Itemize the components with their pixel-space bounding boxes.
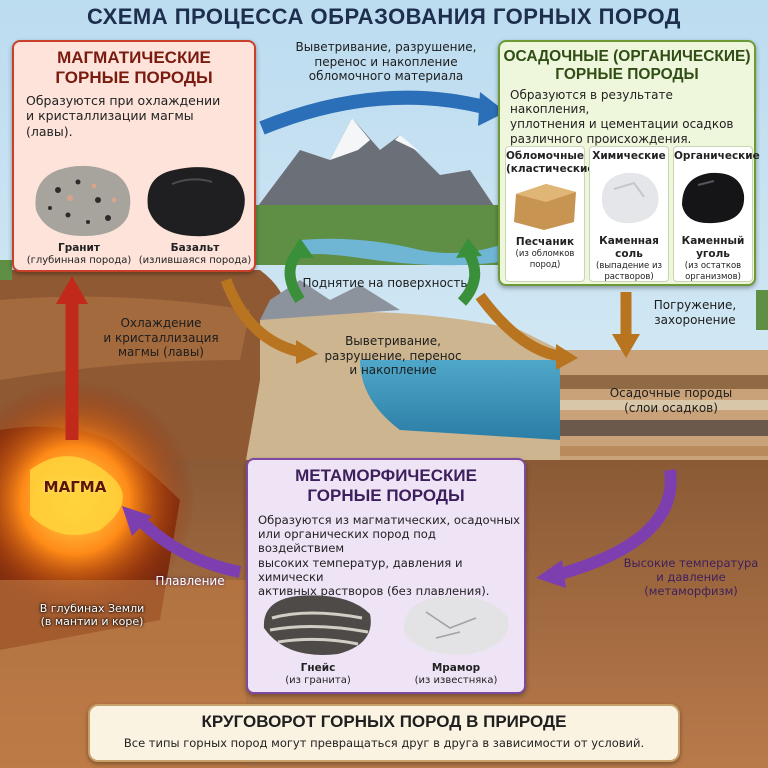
basalt-caption: Базальт (излившаяся порода) (138, 242, 252, 267)
clastic-column: Обломочные(кластические) Песчаник(из обл… (505, 146, 599, 282)
marble-image (403, 595, 509, 655)
sedimentary-title: ОСАДОЧНЫЕ (ОРГАНИЧЕСКИЕ) ГОРНЫЕ ПОРОДЫ (503, 48, 751, 83)
igneous-panel: МАГМАТИЧЕСКИЕ ГОРНЫЕ ПОРОДЫ Образуются п… (12, 40, 256, 272)
label-melting: Плавление (155, 574, 225, 588)
rock-cycle-banner: КРУГОВОРОТ ГОРНЫХ ПОРОД В ПРИРОДЕ Все ти… (88, 704, 680, 762)
label-burial: Погружение, захоронение (653, 298, 737, 327)
page-title: СХЕМА ПРОЦЕССА ОБРАЗОВАНИЯ ГОРНЫХ ПОРОД (87, 4, 681, 29)
label-uplift: Поднятие на поверхность (302, 276, 468, 290)
label-cooling: Охлаждение и кристаллизация магмы (лавы) (103, 316, 219, 360)
label-depth: В глубинах Земли (в мантии и коре) (39, 602, 145, 629)
gneiss-image (263, 595, 371, 655)
metamorphic-panel: МЕТАМОРФИЧЕСКИЕ ГОРНЫЕ ПОРОДЫ Образуются… (246, 458, 526, 694)
granite-image (35, 165, 131, 236)
rock-salt-image (601, 172, 659, 224)
granite-caption: Гранит (глубинная порода) (26, 242, 132, 267)
igneous-title: МАГМАТИЧЕСКИЕ ГОРНЫЕ ПОРОДЫ (55, 48, 213, 87)
label-sediment-layers: Осадочные породы (слои осадков) (609, 386, 733, 415)
sedimentary-description: Образуются в результате накопления, упло… (510, 87, 734, 146)
label-magma: МАГМА (43, 478, 107, 496)
metamorphic-title: МЕТАМОРФИЧЕСКИЕ ГОРНЫЕ ПОРОДЫ (295, 466, 477, 505)
marble-caption: Мрамор (из известняка) (414, 662, 498, 687)
igneous-description: Образуются при охлаждении и кристаллизац… (26, 93, 221, 139)
label-weathering: Выветривание, разрушение, перенос и нако… (324, 334, 462, 378)
label-high-temperature: Высокие температура и давление (метаморф… (623, 556, 759, 599)
sandstone-image (514, 184, 576, 231)
metamorphic-description: Образуются из магматических, осадочных и… (258, 513, 521, 598)
coal-image (682, 172, 745, 224)
label-top-weathering: Выветривание, разрушение, перенос и нако… (295, 40, 477, 84)
sedimentary-panel: ОСАДОЧНЫЕ (ОРГАНИЧЕСКИЕ) ГОРНЫЕ ПОРОДЫ О… (498, 40, 760, 286)
banner-subtitle: Все типы горных пород могут превращаться… (123, 735, 645, 750)
banner-title: КРУГОВОРОТ ГОРНЫХ ПОРОД В ПРИРОДЕ (201, 712, 567, 731)
basalt-image (147, 167, 245, 237)
gneiss-caption: Гнейс (из гранита) (285, 662, 351, 687)
